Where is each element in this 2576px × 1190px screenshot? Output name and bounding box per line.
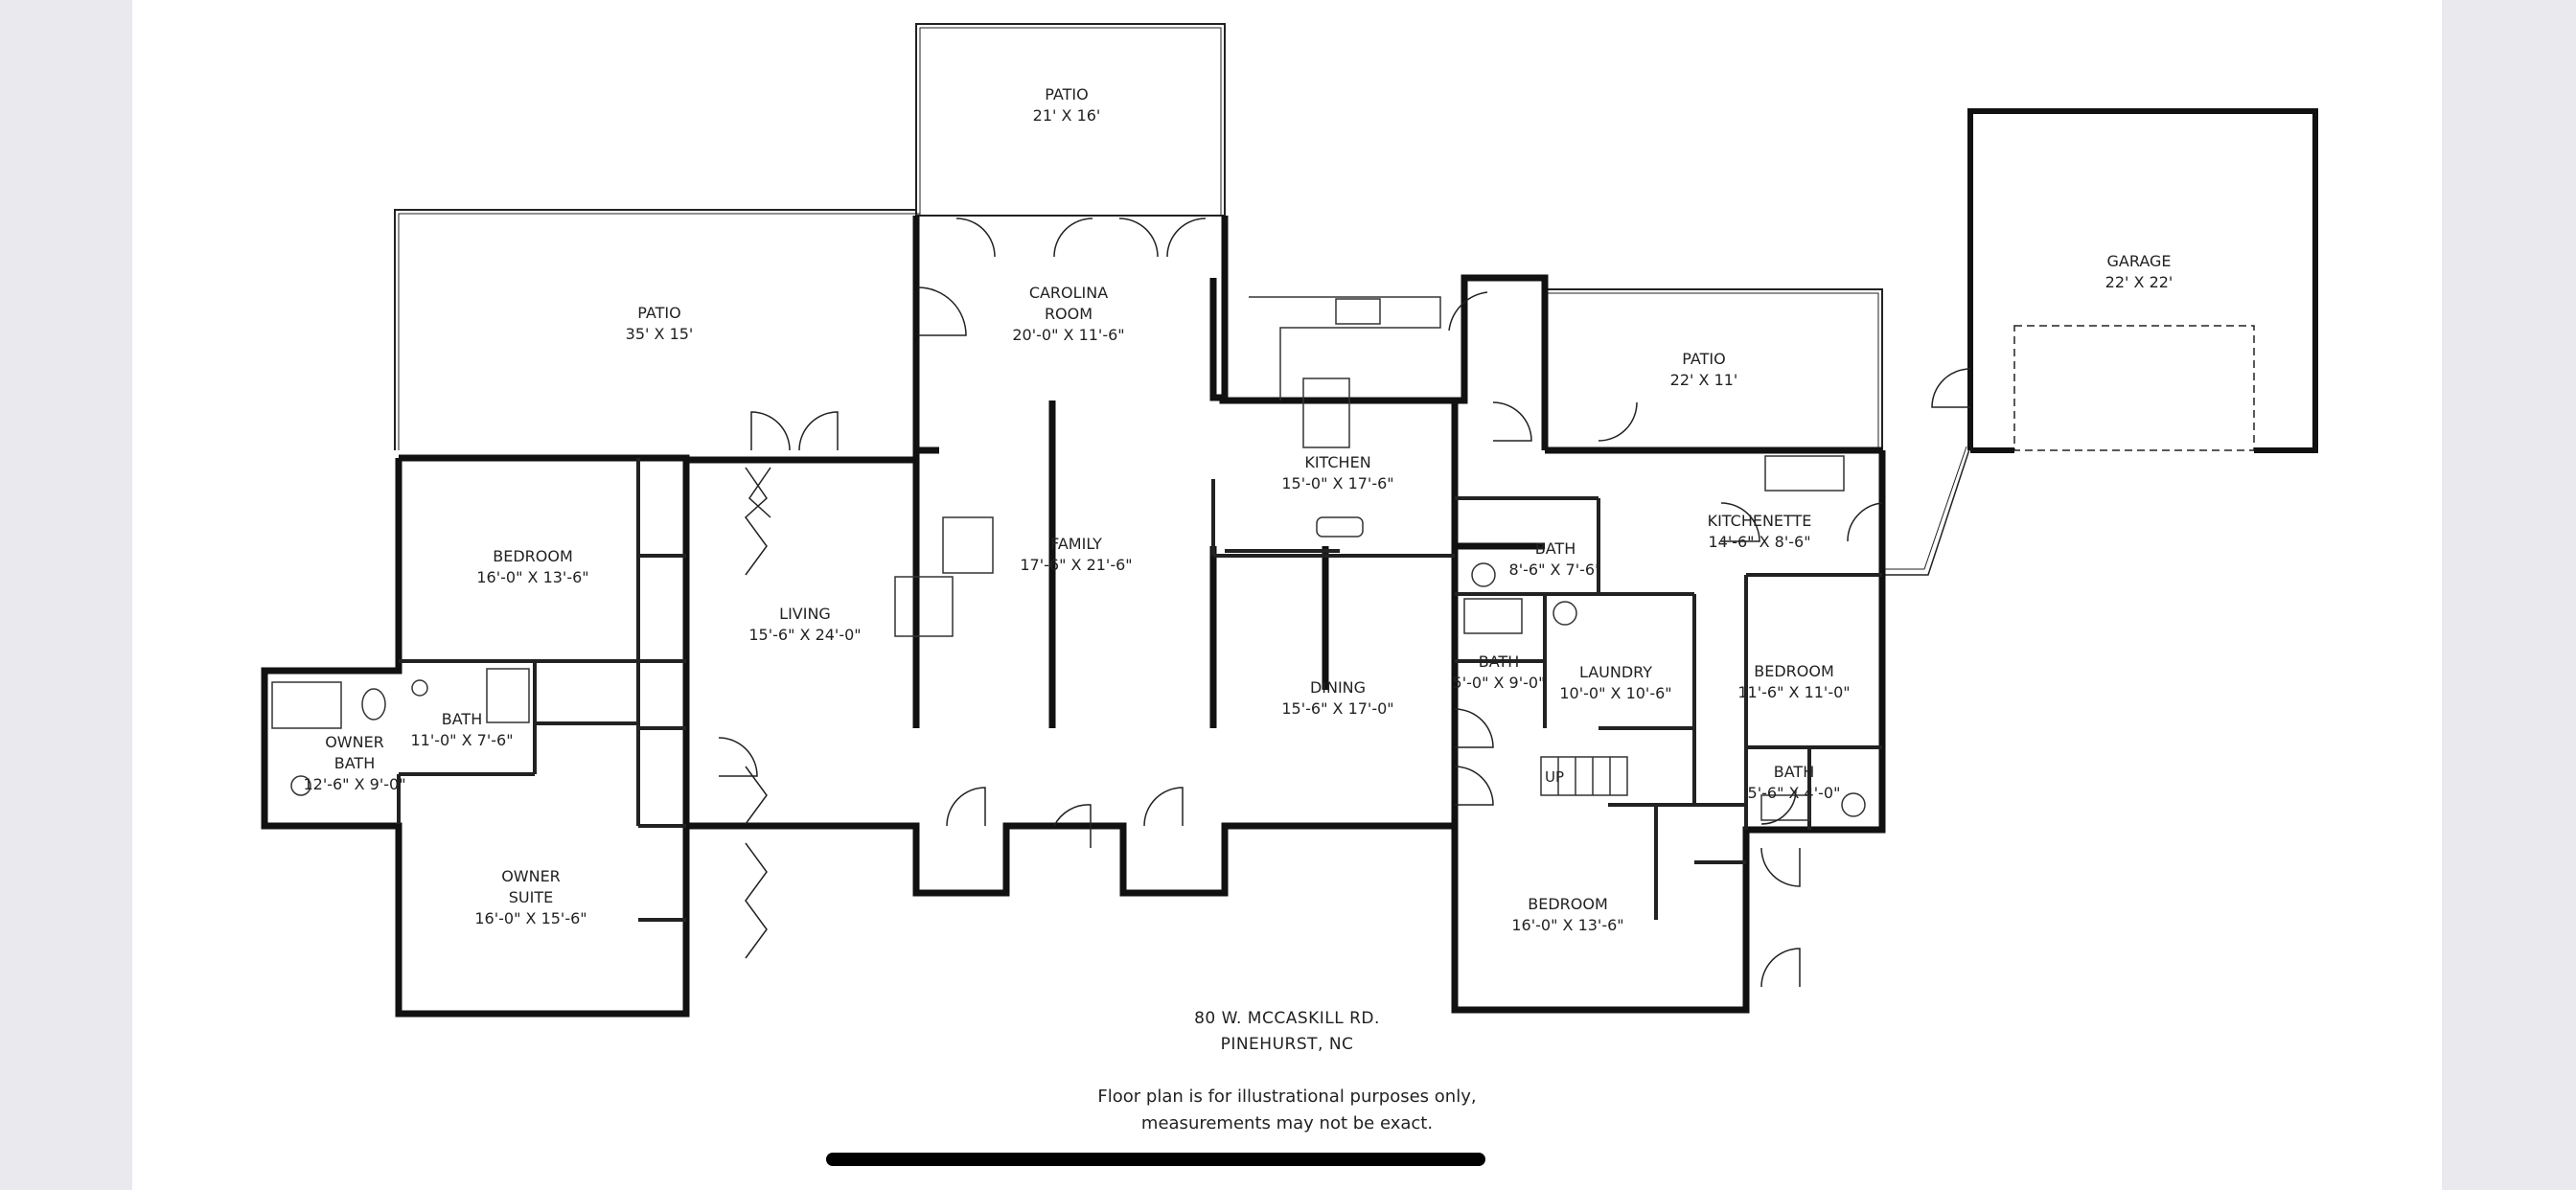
room-bath-small: BATH 5'-6" X 4'-0" (1748, 763, 1841, 802)
room-size: 16'-0" X 13'-6" (1511, 916, 1623, 934)
room-bath-left: BATH 11'-0" X 7'-6" (410, 710, 513, 749)
room-size: 15'-6" X 17'-0" (1281, 699, 1393, 718)
room-garage: GARAGE 22' X 22' (2105, 252, 2174, 291)
room-bath-center: BATH 8'-6" X 7'-6" (1509, 539, 1602, 579)
room-name: FAMILY (1050, 535, 1102, 553)
room-name: DINING (1310, 678, 1366, 697)
room-name: BEDROOM (1528, 895, 1608, 913)
room-bath-mid: BATH 5'-0" X 9'-0" (1453, 652, 1546, 692)
room-carolina-room: CAROLINA ROOM 20'-0" X 11'-6" (1012, 284, 1124, 344)
property-address: 80 W. MCCASKILL RD. PINEHURST, NC (132, 1006, 2442, 1058)
room-size: 15'-0" X 17'-6" (1281, 474, 1393, 492)
room-name: LAUNDRY (1579, 663, 1652, 681)
room-size: 10'-0" X 10'-6" (1559, 684, 1671, 702)
garage-walls (1967, 108, 2318, 453)
room-name: OWNER (325, 733, 384, 751)
room-name: KITCHENETTE (1708, 512, 1812, 530)
room-name-line2: BATH (334, 754, 375, 772)
room-size: 11'-0" X 7'-6" (410, 731, 513, 749)
room-size: 12'-6" X 9'-0" (303, 775, 405, 793)
room-patio-left: PATIO 35' X 15' (626, 304, 694, 343)
room-family: FAMILY 17'-6" X 21'-6" (1020, 535, 1132, 574)
address-line2: PINEHURST, NC (1220, 1035, 1354, 1054)
room-name-line2: ROOM (1045, 305, 1092, 323)
room-size: 22' X 22' (2105, 273, 2174, 291)
room-bedroom-right: BEDROOM 11'-6" X 11'-0" (1737, 662, 1850, 701)
room-size: 8'-6" X 7'-6" (1509, 561, 1602, 579)
floor-plan-drawing: PATIO 21' X 16' PATIO 35' X 15' CAROLINA… (261, 23, 2318, 1018)
room-size: 21' X 16' (1033, 106, 1101, 125)
stair-label: UP (1545, 768, 1564, 786)
room-name: BATH (1535, 539, 1576, 558)
room-size: 11'-6" X 11'-0" (1737, 683, 1850, 701)
room-name: GARAGE (2107, 252, 2172, 270)
patio-left-outline (394, 209, 916, 450)
room-kitchenette: KITCHENETTE 14'-6" X 8'-6" (1708, 512, 1812, 551)
room-size: 35' X 15' (626, 325, 694, 343)
room-bedroom-bottom: BEDROOM 16'-0" X 13'-6" (1511, 895, 1623, 934)
room-name: CAROLINA (1029, 284, 1108, 302)
room-name: LIVING (779, 605, 831, 623)
room-name: BEDROOM (493, 547, 573, 565)
patio-right-outline (1545, 288, 1883, 450)
address-line1: 80 W. MCCASKILL RD. (1194, 1009, 1380, 1028)
garage-door (2013, 325, 2255, 451)
room-name: PATIO (1045, 85, 1088, 103)
room-name: PATIO (1682, 350, 1725, 368)
room-name: OWNER (501, 867, 561, 885)
room-kitchen: KITCHEN 15'-0" X 17'-6" (1281, 453, 1393, 492)
disclaimer-line1: Floor plan is for illustrational purpose… (1097, 1087, 1477, 1107)
room-size: 20'-0" X 11'-6" (1012, 326, 1124, 344)
room-size: 16'-0" X 15'-6" (474, 909, 586, 927)
home-indicator[interactable] (826, 1153, 1485, 1166)
room-size: 14'-6" X 8'-6" (1708, 533, 1810, 551)
room-name: PATIO (637, 304, 680, 322)
room-name: BATH (1774, 763, 1814, 781)
room-size: 15'-6" X 24'-0" (748, 626, 861, 644)
room-size: 17'-6" X 21'-6" (1020, 556, 1132, 574)
room-dining: DINING 15'-6" X 17'-0" (1281, 678, 1393, 718)
room-name: BATH (1479, 652, 1519, 671)
room-name: BEDROOM (1754, 662, 1834, 680)
room-name: KITCHEN (1304, 453, 1370, 471)
house-exterior-walls (261, 216, 1886, 1018)
room-bedroom-left: BEDROOM 16'-0" X 13'-6" (476, 547, 588, 586)
room-owner-suite: OWNER SUITE 16'-0" X 15'-6" (474, 867, 586, 927)
room-name-line2: SUITE (509, 888, 553, 906)
room-patio-top: PATIO 21' X 16' (1033, 85, 1101, 125)
room-patio-right: PATIO 22' X 11' (1670, 350, 1738, 389)
floor-plan-page: PATIO 21' X 16' PATIO 35' X 15' CAROLINA… (132, 0, 2442, 1190)
disclaimer-line2: measurements may not be exact. (1140, 1113, 1434, 1133)
room-size: 5'-6" X 4'-0" (1748, 784, 1841, 802)
room-size: 22' X 11' (1670, 371, 1738, 389)
room-name: BATH (442, 710, 482, 728)
disclaimer-text: Floor plan is for illustrational purpose… (132, 1084, 2442, 1137)
room-owner-bath: OWNER BATH 12'-6" X 9'-0" (303, 733, 405, 793)
room-laundry: LAUNDRY 10'-0" X 10'-6" (1559, 663, 1671, 702)
room-size: 16'-0" X 13'-6" (476, 568, 588, 586)
room-living: LIVING 15'-6" X 24'-0" (748, 605, 861, 644)
room-size: 5'-0" X 9'-0" (1453, 674, 1546, 692)
